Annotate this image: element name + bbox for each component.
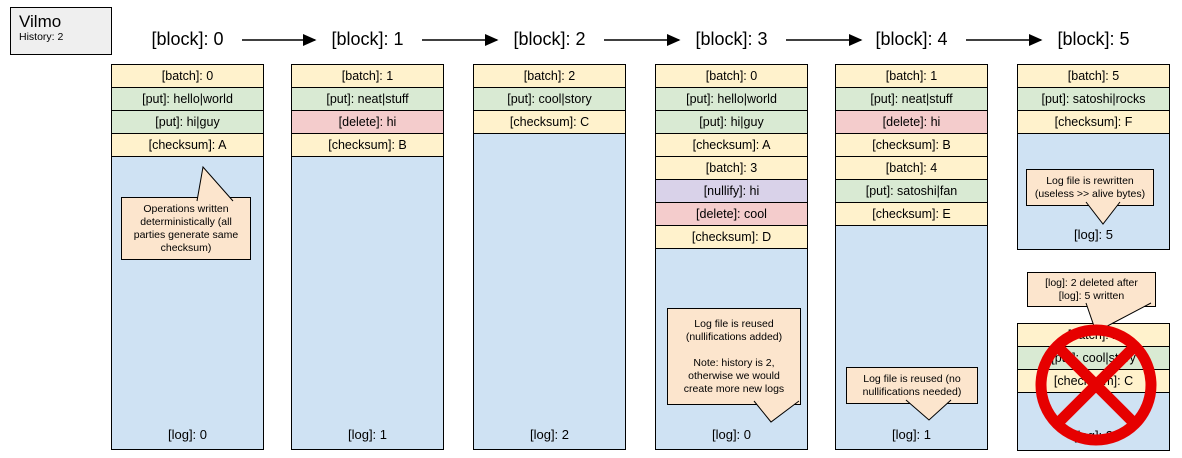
block-column-5: [batch]: 5 [put]: satoshi|rocks [checksu… [1017,64,1170,250]
op-row: [put]: hello|world [656,88,807,111]
block-header-1: [block]: 1 [331,29,404,49]
op-row: [batch]: 0 [112,65,263,88]
op-row: [put]: satoshi|fan [836,180,987,203]
op-row: [batch]: 3 [656,157,807,180]
op-row: [batch]: 5 [1018,65,1169,88]
op-row: [delete]: cool [656,203,807,226]
block-column-1: [batch]: 1 [put]: neat|stuff [delete]: h… [291,64,444,450]
op-row: [put]: hi|guy [112,111,263,134]
op-row: [checksum]: B [292,134,443,157]
block-header-2: [block]: 2 [513,29,586,49]
op-row: [checksum]: C [474,111,625,134]
op-row: [nullify]: hi [656,180,807,203]
log-label: [log]: 5 [1073,227,1114,242]
log-area: [log]: 1 [836,226,987,449]
op-row: [batch]: 2 [474,65,625,88]
history-setting: History: 2 [19,31,64,43]
block-header-4: [block]: 4 [875,29,948,49]
block-header-0: [block]: 0 [151,29,224,49]
op-row: [checksum]: A [656,134,807,157]
op-row: [checksum]: D [656,226,807,249]
op-row: [batch]: 1 [836,65,987,88]
op-row: [batch]: 0 [656,65,807,88]
op-row: [put]: hi|guy [656,111,807,134]
callout-reused-no-nullifications: Log file is reused (no nullifications ne… [846,367,978,404]
op-row: [delete]: hi [292,111,443,134]
callout-deleted-after: [log]: 2 deleted after [log]: 5 written [1027,272,1156,307]
op-row: [put]: neat|stuff [292,88,443,111]
op-row: [batch]: 1 [292,65,443,88]
log-area: [log]: 2 [474,134,625,449]
block-header-5: [block]: 5 [1057,29,1130,49]
log-label: [log]: 1 [347,427,388,442]
log-area: [log]: 1 [292,157,443,449]
op-row: [put]: cool|story [1018,347,1169,370]
op-row: [checksum]: E [836,203,987,226]
op-row: [delete]: hi [836,111,987,134]
log-label: [log]: 0 [711,427,752,442]
op-row: [checksum]: C [1018,370,1169,393]
title-box: Vilmo History: 2 [10,7,112,55]
op-row: [checksum]: F [1018,111,1169,134]
op-row: [batch]: 2 [1018,324,1169,347]
op-row: [put]: cool|story [474,88,625,111]
block-column-2: [batch]: 2 [put]: cool|story [checksum]:… [473,64,626,450]
callout-deterministic: Operations written deterministically (al… [121,197,251,260]
deleted-log-stack: [batch]: 2 [put]: cool|story [checksum]:… [1017,323,1170,451]
op-row: [checksum]: B [836,134,987,157]
log-area: [log]: 2 [1018,393,1169,450]
callout-rewritten: Log file is rewritten (useless >> alive … [1026,169,1154,206]
block-header-3: [block]: 3 [695,29,768,49]
log-label: [log]: 1 [891,427,932,442]
log-label: [log]: 0 [167,427,208,442]
op-row: [put]: hello|world [112,88,263,111]
op-row: [batch]: 4 [836,157,987,180]
op-row: [checksum]: A [112,134,263,157]
app-title: Vilmo [19,12,62,31]
log-label: [log]: 2 [529,427,570,442]
log-label: [log]: 2 [1073,428,1114,443]
op-row: [put]: satoshi|rocks [1018,88,1169,111]
callout-reused-nullifications: Log file is reused (nullifications added… [667,308,801,405]
op-row: [put]: neat|stuff [836,88,987,111]
